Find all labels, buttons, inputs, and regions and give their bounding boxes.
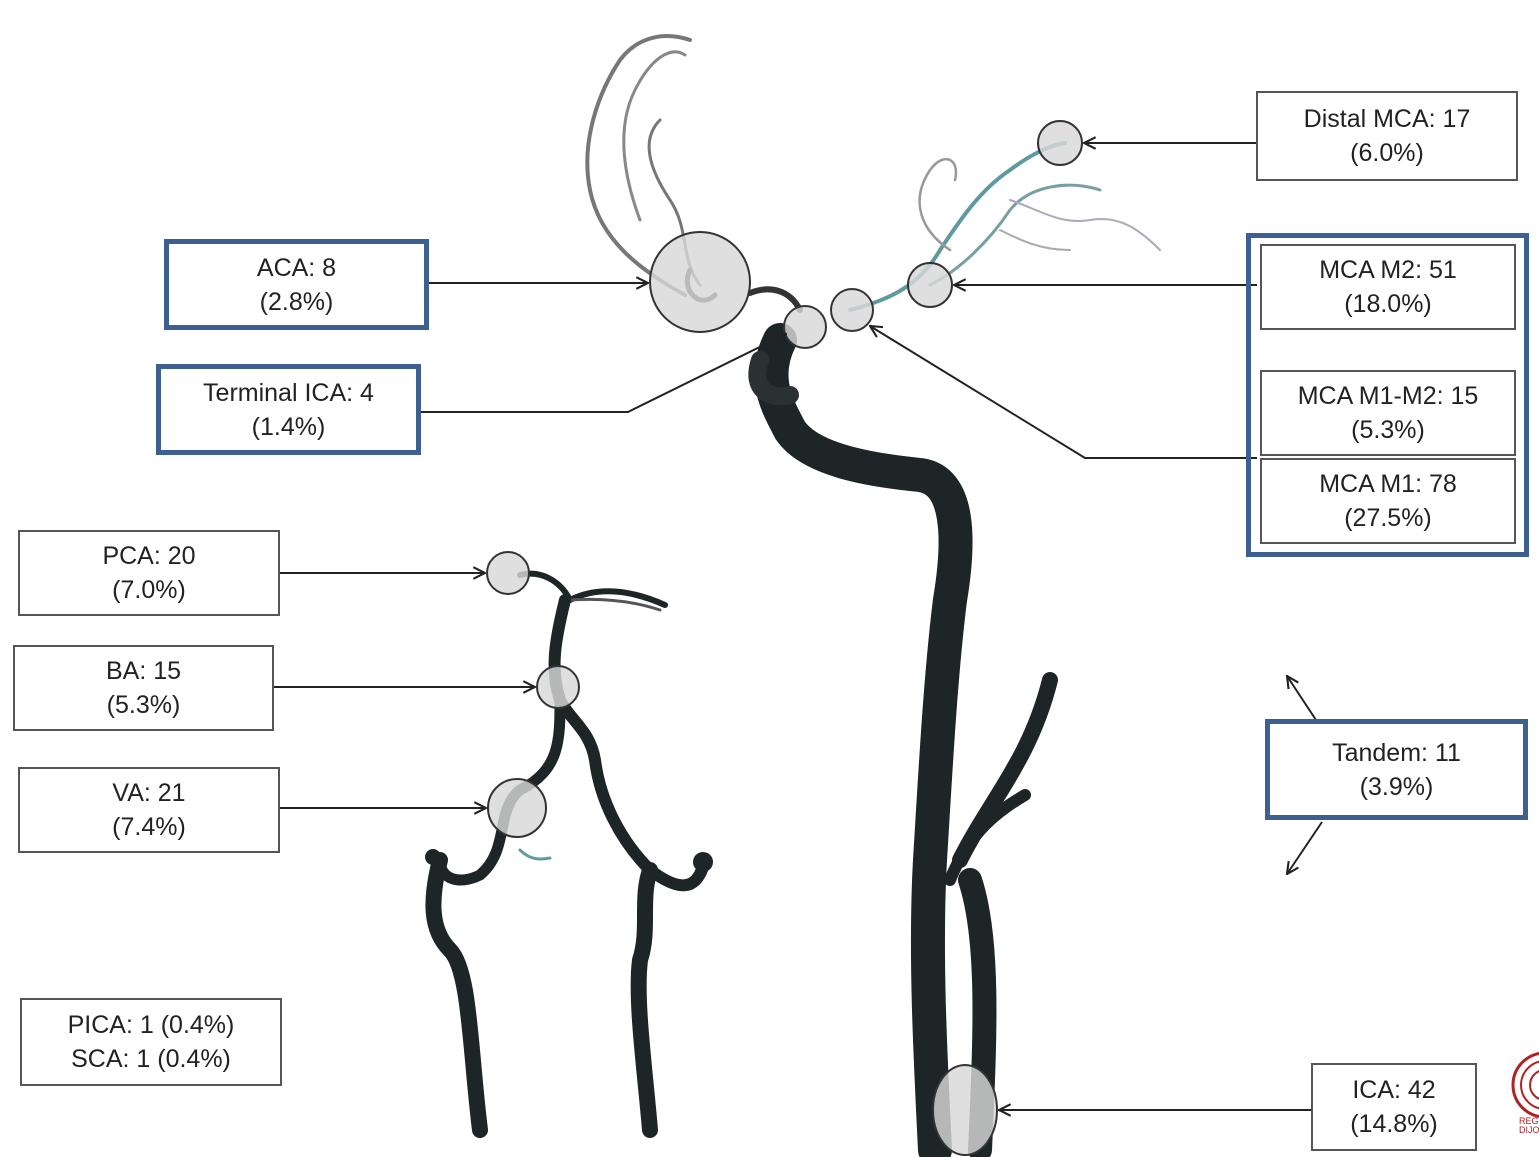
mca-group-highlight: MCA M2: 51 (18.0%) MCA M1-M2: 15 (5.3%) … bbox=[1246, 233, 1529, 557]
label-percent: (18.0%) bbox=[1344, 290, 1432, 318]
label-name: BA: 15 bbox=[105, 657, 182, 685]
label-name: VA: 21 bbox=[112, 779, 186, 807]
label-va: VA: 21 (7.4%) bbox=[18, 767, 280, 853]
label-name: MCA M1: 78 bbox=[1319, 470, 1457, 498]
label-pica: PICA: 1 (0.4%) bbox=[67, 1011, 235, 1039]
arrow-tandem-up bbox=[1287, 676, 1317, 721]
marker-aca bbox=[649, 231, 751, 333]
label-name: MCA M2: 51 bbox=[1319, 256, 1457, 284]
logo-text: REG DIJO bbox=[1519, 1116, 1539, 1135]
label-pica-sca: PICA: 1 (0.4%) SCA: 1 (0.4%) bbox=[20, 998, 282, 1086]
label-name: Terminal ICA: 4 bbox=[203, 378, 374, 407]
label-name: PCA: 20 bbox=[102, 542, 196, 570]
label-aca: ACA: 8 (2.8%) bbox=[164, 239, 429, 330]
label-terminal-ica: Terminal ICA: 4 (1.4%) bbox=[156, 364, 421, 455]
marker-ica bbox=[932, 1064, 998, 1156]
label-tandem: Tandem: 11 (3.9%) bbox=[1265, 719, 1528, 820]
label-ica: ICA: 42 (14.8%) bbox=[1311, 1063, 1477, 1151]
leader-lines bbox=[273, 143, 1323, 1110]
arrow-mca-m1 bbox=[870, 326, 1257, 459]
label-distal-mca: Distal MCA: 17 (6.0%) bbox=[1256, 91, 1518, 181]
marker-ba bbox=[536, 665, 580, 709]
label-percent: (6.0%) bbox=[1350, 139, 1424, 167]
label-name: ICA: 42 bbox=[1352, 1076, 1436, 1104]
label-name: Distal MCA: 17 bbox=[1303, 105, 1471, 133]
label-mca-m1-m2: MCA M1-M2: 15 (5.3%) bbox=[1260, 370, 1516, 456]
label-ba: BA: 15 (5.3%) bbox=[13, 645, 274, 731]
marker-pca bbox=[486, 551, 530, 595]
marker-va bbox=[487, 778, 547, 838]
label-percent: (7.4%) bbox=[112, 813, 186, 841]
label-percent: (3.9%) bbox=[1359, 772, 1434, 801]
label-percent: (14.8%) bbox=[1350, 1110, 1438, 1138]
label-pca: PCA: 20 (7.0%) bbox=[18, 530, 280, 616]
label-percent: (1.4%) bbox=[251, 412, 326, 441]
marker-terminal-ica bbox=[783, 305, 827, 349]
carotid-artery bbox=[748, 323, 1058, 1157]
label-percent: (7.0%) bbox=[112, 576, 186, 604]
arrow-terminal-ica bbox=[420, 334, 786, 413]
label-mca-m1: MCA M1: 78 (27.5%) bbox=[1260, 458, 1516, 544]
vertebrobasilar-arteries bbox=[425, 570, 713, 1138]
label-name: ACA: 8 bbox=[256, 253, 337, 282]
label-percent: (5.3%) bbox=[106, 691, 181, 719]
label-name: Tandem: 11 bbox=[1332, 738, 1461, 767]
label-percent: (27.5%) bbox=[1344, 504, 1432, 532]
institution-logo bbox=[1511, 1052, 1539, 1118]
marker-mca-m1 bbox=[830, 288, 874, 332]
arrow-tandem-down bbox=[1287, 821, 1323, 874]
label-percent: (2.8%) bbox=[259, 287, 334, 316]
marker-mca-m2 bbox=[907, 262, 953, 308]
label-sca: SCA: 1 (0.4%) bbox=[71, 1045, 231, 1073]
label-mca-m2: MCA M2: 51 (18.0%) bbox=[1260, 244, 1516, 330]
occlusion-markers bbox=[486, 120, 1083, 1156]
label-percent: (5.3%) bbox=[1351, 416, 1425, 444]
marker-distal-mca bbox=[1037, 120, 1083, 166]
label-name: MCA M1-M2: 15 bbox=[1297, 382, 1479, 410]
